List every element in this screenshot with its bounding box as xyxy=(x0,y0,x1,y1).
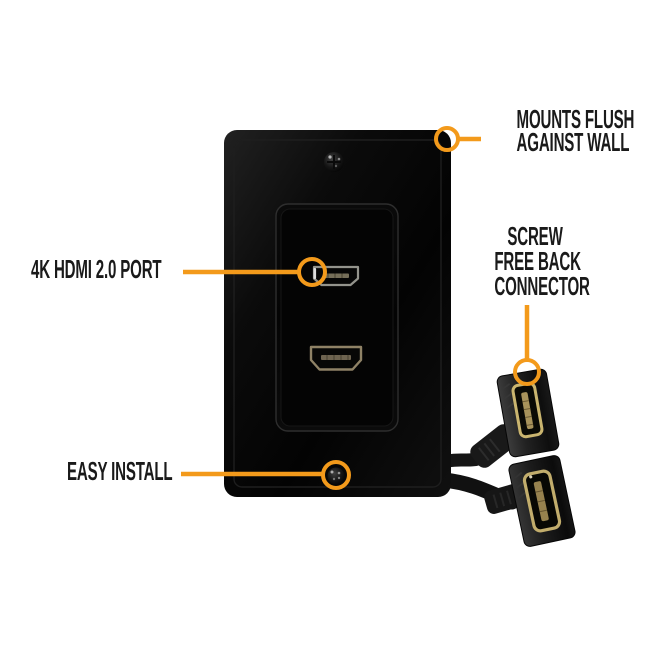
callout-markers xyxy=(181,126,541,490)
callout-circle-easy-install xyxy=(321,460,351,490)
hdmi-pigtail-bottom xyxy=(508,455,576,547)
callout-circle-mounts-flush xyxy=(434,126,460,152)
callout-text-line: FREE BACK xyxy=(494,246,581,276)
callout-label-easy-install: EASY INSTALL xyxy=(67,456,173,486)
callout-label-mounts-flush: MOUNTS FLUSH AGAINST WALL xyxy=(516,106,635,157)
hdmi-port-bottom xyxy=(309,345,363,371)
callout-circle-screw-free xyxy=(513,358,541,386)
insert-panel-face xyxy=(280,208,394,427)
callout-label-hdmi-port: 4K HDMI 2.0 PORT xyxy=(31,254,162,284)
callout-label-screw-free: SCREW FREE BACK CONNECTOR xyxy=(494,221,590,301)
callout-text-line: 4K HDMI 2.0 PORT xyxy=(31,254,162,284)
callout-text-line: CONNECTOR xyxy=(494,271,590,301)
callout-text-line: SCREW xyxy=(507,221,563,251)
callout-circle-hdmi-port xyxy=(297,257,327,287)
hdmi-pigtail-top xyxy=(496,368,560,458)
strain-relief-top xyxy=(470,424,518,468)
callout-text-line: EASY INSTALL xyxy=(67,456,173,486)
mounting-screw-top xyxy=(324,152,344,172)
mounting-screw-bottom xyxy=(327,467,345,485)
callout-text-line: AGAINST WALL xyxy=(516,127,630,157)
wall-plate xyxy=(224,130,451,497)
